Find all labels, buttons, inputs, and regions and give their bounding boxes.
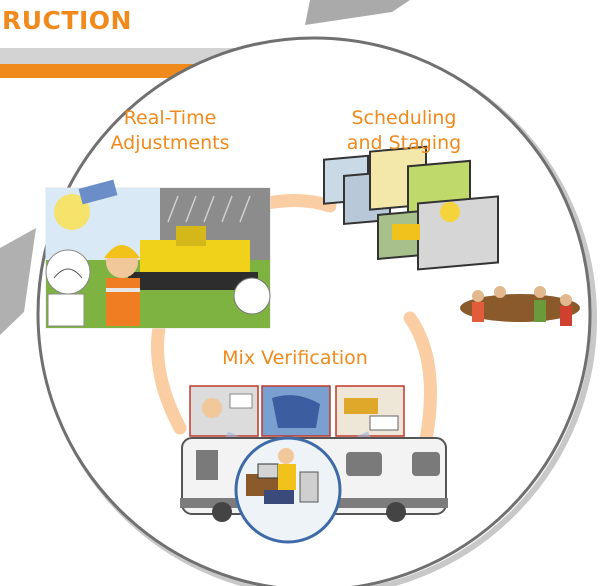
gray-background-shape-top: [305, 0, 410, 25]
mobile-lab-trailer-illustration: [180, 436, 448, 544]
weather-paver-worker-illustration: [45, 179, 271, 329]
stage-label-line1: Real-Time: [123, 107, 217, 129]
stage-label-line1: Scheduling: [351, 107, 457, 129]
stage-label-line2: and Staging: [346, 132, 462, 154]
stage-scheduling-and-staging: Scheduling and Staging: [322, 106, 486, 156]
stage-mix-verification: Mix Verification: [190, 346, 400, 371]
monitors-meeting-illustration: [323, 145, 580, 326]
stage-label-line1: Mix Verification: [222, 347, 368, 369]
gray-background-shape-left: [0, 228, 36, 335]
stage-label-line2: Adjustments: [110, 132, 230, 154]
page-title: RUCTION: [2, 6, 132, 35]
stage-real-time-adjustments: Real-Time Adjustments: [90, 106, 250, 156]
